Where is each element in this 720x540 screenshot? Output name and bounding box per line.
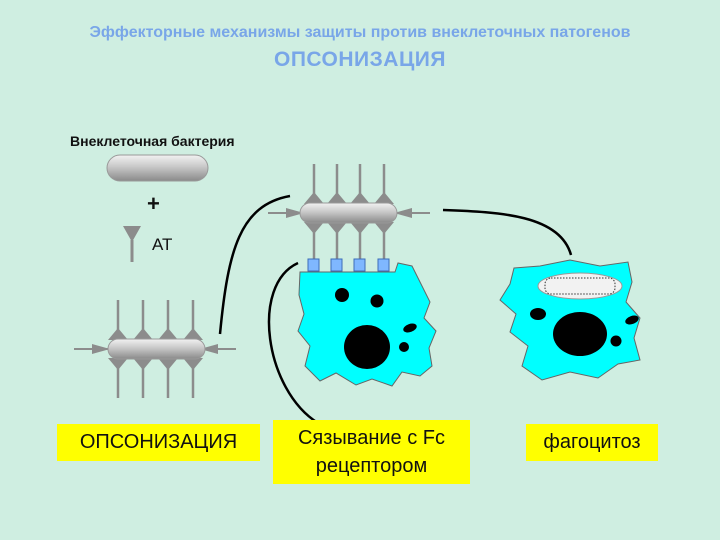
connector-right xyxy=(442,208,573,256)
step-phagocytosis: фагоцитоз xyxy=(526,424,658,461)
connector-left xyxy=(218,194,291,335)
bacterium-icon xyxy=(106,154,209,182)
plus-sign: + xyxy=(147,191,160,216)
opsonized-bacterium-left xyxy=(74,300,236,398)
bacterium-label: Внеклеточная бактерия xyxy=(70,133,235,149)
phagocytosing-cell xyxy=(499,259,641,381)
antibody-label: АТ xyxy=(152,235,173,254)
step-fc-binding: Сязывание с Fc рецептором xyxy=(273,420,470,484)
opsonized-bacterium-bound xyxy=(268,164,430,260)
connector-fc xyxy=(267,261,319,425)
step-opsonization: ОПСОНИЗАЦИЯ xyxy=(57,424,260,461)
phagocyte-cell xyxy=(297,262,437,387)
antibody-icon xyxy=(123,226,141,262)
page-subtitle: ОПСОНИЗАЦИЯ xyxy=(273,48,446,71)
fc-receptors xyxy=(307,258,390,272)
page-title: Эффекторные механизмы защиты против внек… xyxy=(89,24,631,41)
